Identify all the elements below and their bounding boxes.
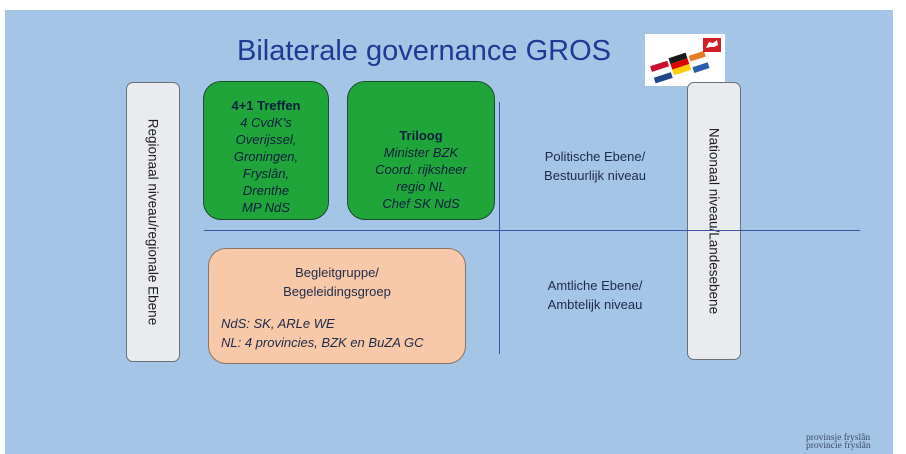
begleitgruppe-members-nds: NdS: SK, ARLe WE: [221, 316, 335, 331]
triloog-line: regio NL: [396, 179, 446, 194]
triloog-heading: Triloog: [399, 128, 443, 143]
official-level-line-1: Amtliche Ebene/: [547, 278, 643, 293]
regional-level-label: Regionaal niveau/regionale Ebene: [145, 118, 161, 326]
official-level-label: Amtliche Ebene/ Ambtelijk niveau: [515, 276, 675, 314]
province-logo-line-1: provinsje fryslân: [806, 433, 871, 443]
triloog-line: Chef SK NdS: [382, 196, 460, 211]
treffen-line: Groningen,: [233, 149, 299, 164]
begleitgruppe-box: Begleitgruppe/ Begeleidingsgroep NdS: SK…: [208, 248, 466, 364]
treffen-heading: 4+1 Treffen: [231, 98, 301, 113]
political-level-label: Politische Ebene/ Bestuurlijk niveau: [515, 147, 675, 185]
political-level-line-2: Bestuurlijk niveau: [544, 168, 646, 183]
triloog-box: Triloog Minister BZK Coord. rijksheer re…: [347, 81, 495, 220]
flags-logo-icon: [645, 34, 725, 86]
vertical-divider: [499, 102, 500, 354]
begleitgruppe-heading-1: Begleitgruppe/: [295, 265, 379, 280]
province-logo-line-2: provincie fryslân: [806, 441, 871, 451]
official-level-line-2: Ambtelijk niveau: [547, 297, 643, 312]
national-level-label: Nationaal niveau/Landesebene: [706, 127, 722, 315]
treffen-line: Fryslân,: [242, 166, 290, 181]
treffen-line: 4 CvdK's: [240, 115, 292, 130]
treffen-line: Overijssel,: [235, 132, 297, 147]
province-logo: provinsje fryslân provincie fryslân: [806, 433, 871, 451]
treffen-line: Drenthe: [242, 183, 290, 198]
triloog-line: Minister BZK: [383, 145, 459, 160]
regional-level-box: Regionaal niveau/regionale Ebene: [126, 82, 180, 362]
slide: Bilaterale governance GROS Regionaal niv…: [5, 10, 893, 454]
national-level-box: Nationaal niveau/Landesebene: [687, 82, 741, 360]
horizontal-divider: [204, 230, 860, 231]
begleitgruppe-members-nl: NL: 4 provincies, BZK en BuZA GC: [221, 335, 424, 350]
treffen-line: MP NdS: [242, 200, 290, 215]
triloog-line: Coord. rijksheer: [375, 162, 467, 177]
begleitgruppe-heading-2: Begeleidingsgroep: [283, 284, 391, 299]
slide-title: Bilaterale governance GROS: [237, 35, 611, 67]
treffen-box: 4+1 Treffen 4 CvdK's Overijssel, Groning…: [203, 81, 329, 220]
political-level-line-1: Politische Ebene/: [544, 149, 646, 164]
